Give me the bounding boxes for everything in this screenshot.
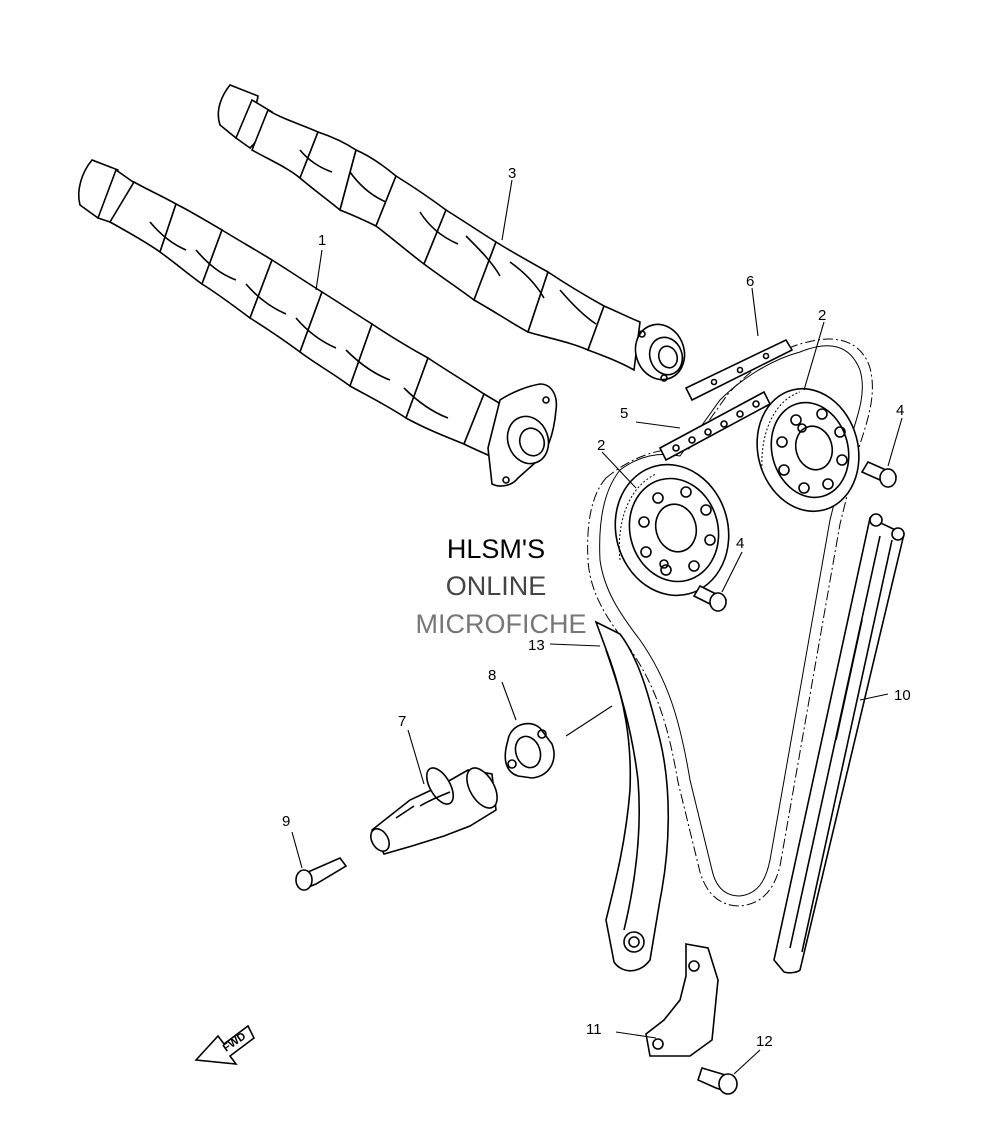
chain-guide-6[interactable]	[684, 338, 794, 402]
callout-labels: 1 2 2 3 4 4 5 6 7 8 9 10 11 12 13	[282, 165, 911, 1050]
callout-9: 9	[282, 813, 290, 830]
gasket-8[interactable]	[504, 722, 555, 779]
chain-guide-10[interactable]	[773, 513, 905, 974]
camshaft-3[interactable]	[217, 84, 692, 387]
bracket-11[interactable]	[645, 943, 719, 1057]
callout-6: 6	[746, 273, 754, 290]
camshaft-1[interactable]	[77, 159, 558, 487]
callout-12: 12	[756, 1033, 773, 1050]
callout-2-left: 2	[597, 437, 605, 454]
watermark-line1: HLSM'S	[446, 534, 546, 564]
callout-4-right: 4	[896, 402, 904, 419]
chain-links-5[interactable]	[658, 390, 772, 462]
bolt-4-right[interactable]	[860, 460, 898, 488]
callout-4-left: 4	[736, 535, 744, 552]
callout-2-right: 2	[818, 307, 826, 324]
fwd-arrow-icon: FWD	[194, 1024, 256, 1065]
callout-7: 7	[398, 713, 406, 730]
watermark-line3: MICROFICHE	[415, 609, 587, 639]
callout-5: 5	[620, 405, 628, 422]
callout-10: 10	[894, 687, 911, 704]
callout-8: 8	[488, 667, 496, 684]
leader-lines	[291, 179, 903, 1075]
tensioner-7[interactable]	[367, 763, 503, 855]
bolt-12[interactable]	[697, 1067, 738, 1095]
bolt-4-left[interactable]	[692, 584, 728, 612]
bolt-9[interactable]	[295, 857, 348, 891]
watermark-line2: ONLINE	[445, 571, 547, 601]
callout-1: 1	[318, 232, 326, 249]
callout-3: 3	[508, 165, 516, 182]
callout-13: 13	[528, 637, 545, 654]
sprocket-right[interactable]	[744, 377, 873, 523]
sprocket-left[interactable]	[601, 452, 743, 608]
callout-11: 11	[586, 1021, 602, 1038]
tensioner-arm-13[interactable]	[594, 620, 670, 972]
